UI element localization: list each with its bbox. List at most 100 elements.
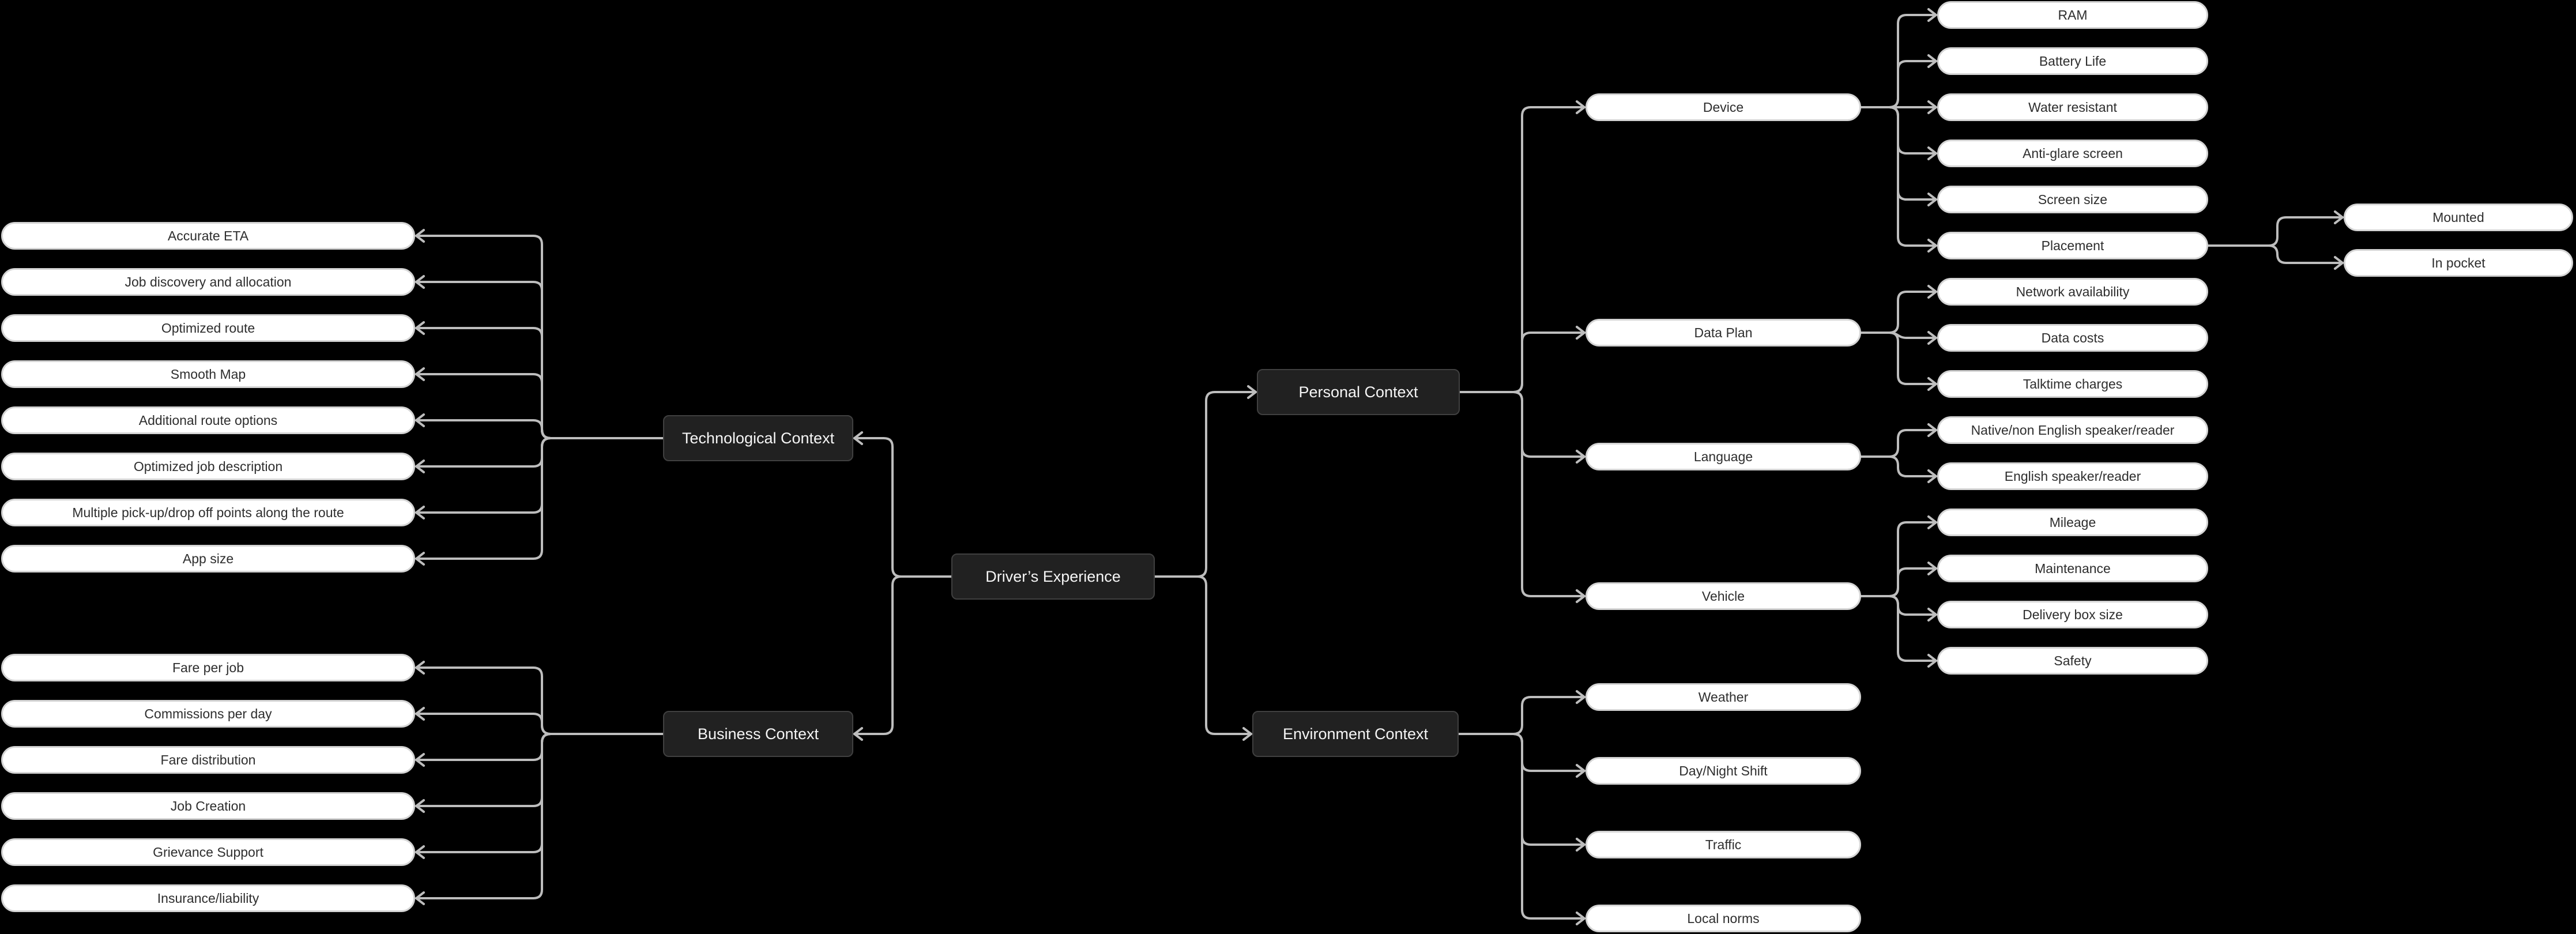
node-language[interactable]: Language xyxy=(1585,443,1861,470)
arrowhead-icon xyxy=(415,460,425,473)
arrowhead-icon xyxy=(1927,285,1937,299)
arrowhead-icon xyxy=(1576,690,1585,704)
node-business-context[interactable]: Business Context xyxy=(663,711,853,757)
connector-line xyxy=(1860,455,1937,477)
node-anti-glare-screen[interactable]: Anti-glare screen xyxy=(1937,140,2208,167)
connector-language xyxy=(1860,423,1937,483)
node-traffic[interactable]: Traffic xyxy=(1585,831,1861,858)
node-data-costs[interactable]: Data costs xyxy=(1937,324,2208,352)
node-mounted[interactable]: Mounted xyxy=(2344,204,2573,231)
arrowhead-icon xyxy=(1927,377,1937,391)
node-app-size[interactable]: App size xyxy=(1,545,415,573)
connector-line xyxy=(1860,332,1937,385)
connector-line xyxy=(415,666,664,735)
node-native-non-english-speaker-reader[interactable]: Native/non English speaker/reader xyxy=(1937,416,2208,444)
arrowhead-icon xyxy=(415,506,425,519)
node-maintenance[interactable]: Maintenance xyxy=(1937,555,2208,582)
node-multiple-pick-up-drop-off-points-along-the-route[interactable]: Multiple pick-up/drop off points along t… xyxy=(1,499,415,526)
connector-line xyxy=(415,373,664,439)
arrowhead-icon xyxy=(1927,469,1937,483)
node-weather[interactable]: Weather xyxy=(1585,683,1861,711)
node-battery-life[interactable]: Battery Life xyxy=(1937,47,2208,75)
node-optimized-route[interactable]: Optimized route xyxy=(1,314,415,342)
arrowhead-icon xyxy=(853,727,863,741)
arrowhead-icon xyxy=(415,367,425,381)
node-ram[interactable]: RAM xyxy=(1937,1,2208,29)
node-technological-context[interactable]: Technological Context xyxy=(663,415,853,461)
node-vehicle[interactable]: Vehicle xyxy=(1585,582,1861,610)
node-optimized-job-description[interactable]: Optimized job description xyxy=(1,453,415,480)
node-device[interactable]: Device xyxy=(1585,93,1861,121)
node-local-norms[interactable]: Local norms xyxy=(1585,905,1861,932)
arrowhead-icon xyxy=(1576,450,1585,464)
connector-line xyxy=(415,713,664,735)
node-day-night-shift[interactable]: Day/Night Shift xyxy=(1585,757,1861,785)
connector-environment xyxy=(1458,690,1585,925)
node-insurance-liability[interactable]: Insurance/liability xyxy=(1,884,415,912)
arrowhead-icon xyxy=(415,753,425,767)
connector-line xyxy=(415,733,664,853)
node-accurate-eta[interactable]: Accurate ETA xyxy=(1,222,415,250)
node-talktime-charges[interactable]: Talktime charges xyxy=(1937,370,2208,398)
arrowhead-icon xyxy=(415,229,425,243)
node-english-speaker-reader[interactable]: English speaker/reader xyxy=(1937,462,2208,490)
connector-placement xyxy=(2207,210,2344,270)
connector-line xyxy=(415,437,664,468)
node-job-discovery-and-allocation[interactable]: Job discovery and allocation xyxy=(1,268,415,296)
connector-line xyxy=(415,235,664,439)
connector-driver-left xyxy=(853,431,952,741)
connector-business xyxy=(415,661,664,905)
node-commissions-per-day[interactable]: Commissions per day xyxy=(1,700,415,728)
arrowhead-icon xyxy=(1927,331,1937,345)
connector-line xyxy=(1860,567,1937,597)
arrowhead-icon xyxy=(415,413,425,427)
node-fare-distribution[interactable]: Fare distribution xyxy=(1,746,415,774)
arrowhead-icon xyxy=(1242,727,1252,741)
node-environment-context[interactable]: Environment Context xyxy=(1252,711,1459,757)
node-screen-size[interactable]: Screen size xyxy=(1937,186,2208,213)
arrowhead-icon xyxy=(1927,146,1937,160)
connector-line xyxy=(853,575,952,735)
connector-line xyxy=(1458,696,1585,735)
arrowhead-icon xyxy=(853,431,863,445)
node-placement[interactable]: Placement xyxy=(1937,232,2208,259)
connector-data-plan xyxy=(1860,285,1937,391)
arrowhead-icon xyxy=(415,552,425,566)
arrowhead-icon xyxy=(1927,193,1937,206)
node-grievance-support[interactable]: Grievance Support xyxy=(1,838,415,866)
node-personal-context[interactable]: Personal Context xyxy=(1257,369,1460,415)
arrowhead-icon xyxy=(2334,210,2344,224)
node-network-availability[interactable]: Network availability xyxy=(1937,278,2208,306)
connector-line xyxy=(853,437,952,578)
node-driver-s-experience[interactable]: Driver’s Experience xyxy=(951,553,1155,600)
arrowhead-icon xyxy=(1927,515,1937,529)
arrowhead-icon xyxy=(1927,562,1937,575)
node-job-creation[interactable]: Job Creation xyxy=(1,792,415,820)
arrowhead-icon xyxy=(1927,239,1937,253)
node-mileage[interactable]: Mileage xyxy=(1937,509,2208,536)
arrowhead-icon xyxy=(1576,764,1585,778)
connector-line xyxy=(1860,291,1937,334)
connector-line xyxy=(415,419,664,439)
connector-technological xyxy=(415,229,664,566)
arrowhead-icon xyxy=(415,891,425,905)
node-data-plan[interactable]: Data Plan xyxy=(1585,319,1861,347)
node-water-resistant[interactable]: Water resistant xyxy=(1937,93,2208,121)
connector-line xyxy=(2207,244,2344,264)
arrowhead-icon xyxy=(1576,326,1585,340)
connector-line xyxy=(1860,60,1937,108)
connector-line xyxy=(2207,216,2344,247)
node-delivery-box-size[interactable]: Delivery box size xyxy=(1937,601,2208,628)
arrowhead-icon xyxy=(1927,54,1937,68)
node-fare-per-job[interactable]: Fare per job xyxy=(1,654,415,681)
connector-line xyxy=(415,437,664,560)
connector-device xyxy=(1860,8,1937,253)
connector-line xyxy=(1459,391,1585,597)
connector-driver-right xyxy=(1154,385,1257,741)
node-additional-route-options[interactable]: Additional route options xyxy=(1,406,415,434)
node-safety[interactable]: Safety xyxy=(1937,647,2208,675)
node-in-pocket[interactable]: In pocket xyxy=(2344,249,2573,277)
node-smooth-map[interactable]: Smooth Map xyxy=(1,360,415,388)
connector-line xyxy=(1459,332,1585,393)
